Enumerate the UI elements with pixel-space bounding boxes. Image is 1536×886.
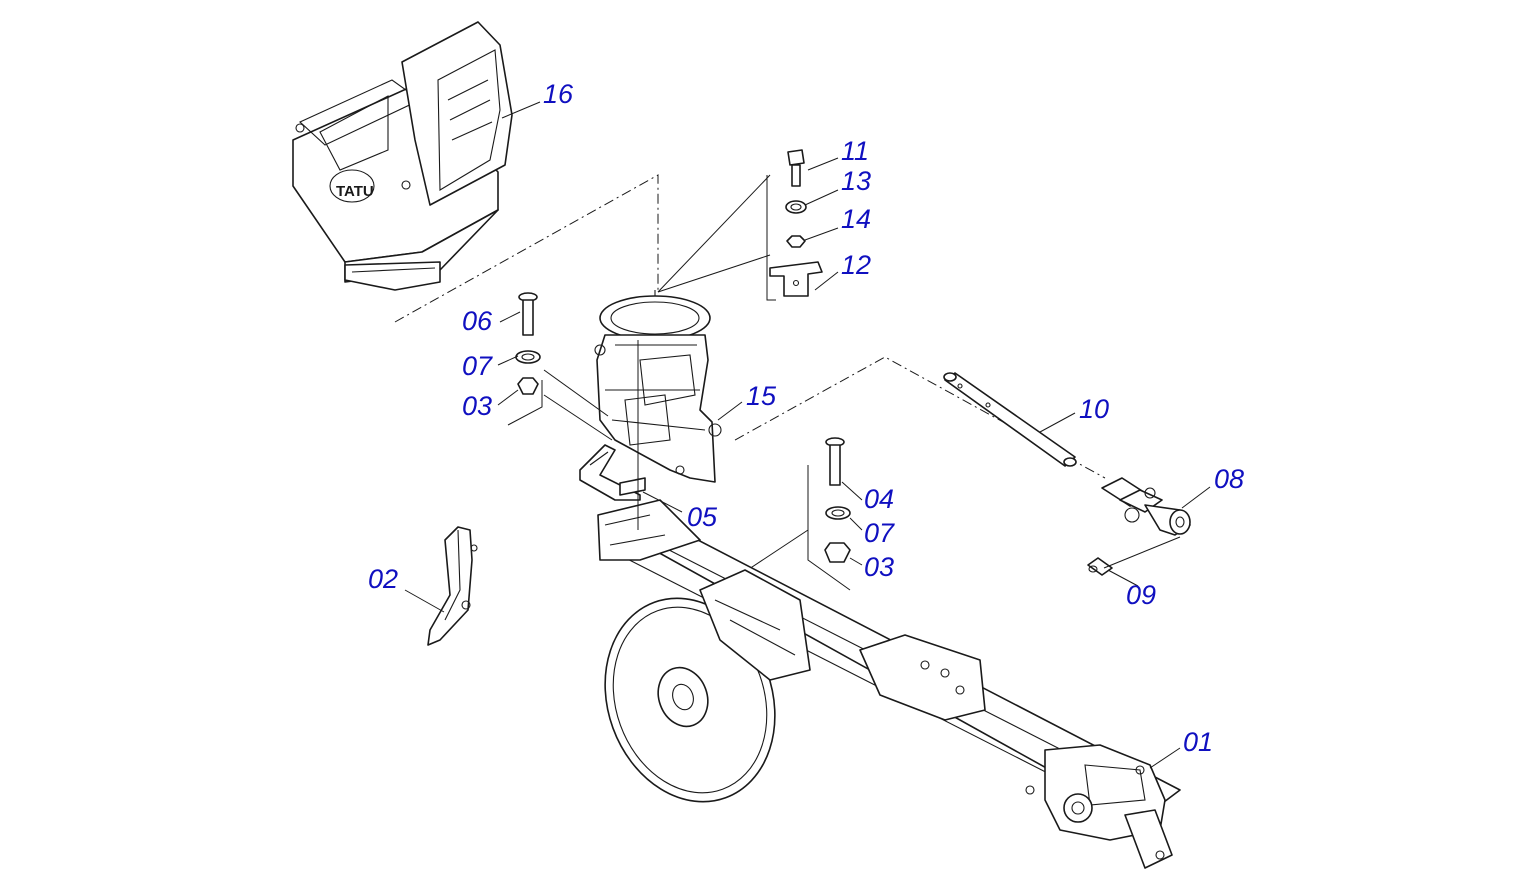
seed-tube-part — [427, 526, 478, 646]
pin-part — [1087, 557, 1113, 576]
label-part-03-lower: 03 — [864, 552, 894, 582]
bracket-part — [579, 444, 646, 501]
hopper-logo: TATU — [336, 183, 374, 200]
label-part-14: 14 — [841, 204, 871, 234]
label-part-15: 15 — [746, 381, 777, 411]
leader-lines — [404, 101, 1211, 769]
label-part-02: 02 — [368, 564, 398, 594]
label-part-13: 13 — [841, 166, 871, 196]
universal-joint-part — [1101, 477, 1191, 536]
part-number-labels: 16 11 13 14 12 06 07 03 15 10 08 04 05 0… — [368, 79, 1244, 757]
assembly-guide-lines — [394, 174, 1106, 479]
hopper-fixing-set — [766, 149, 823, 301]
bolt-set-upper — [507, 292, 543, 426]
hopper-part: TATU — [292, 21, 513, 291]
label-part-04: 04 — [864, 484, 894, 514]
row-unit-frame-part — [597, 499, 1181, 869]
label-part-12: 12 — [841, 250, 871, 280]
label-part-05: 05 — [687, 502, 718, 532]
label-part-07-upper: 07 — [462, 351, 493, 381]
label-part-07-lower: 07 — [864, 518, 895, 548]
seed-meter-part — [594, 290, 722, 483]
label-part-10: 10 — [1079, 394, 1109, 424]
label-part-16: 16 — [543, 79, 574, 109]
label-part-01: 01 — [1183, 727, 1213, 757]
label-part-09: 09 — [1126, 580, 1156, 610]
drive-shaft-part — [943, 372, 1077, 467]
label-part-11: 11 — [841, 136, 869, 166]
bolt-set-center — [739, 437, 851, 591]
label-part-08: 08 — [1214, 464, 1244, 494]
label-part-03-upper: 03 — [462, 391, 492, 421]
label-part-06: 06 — [462, 306, 493, 336]
